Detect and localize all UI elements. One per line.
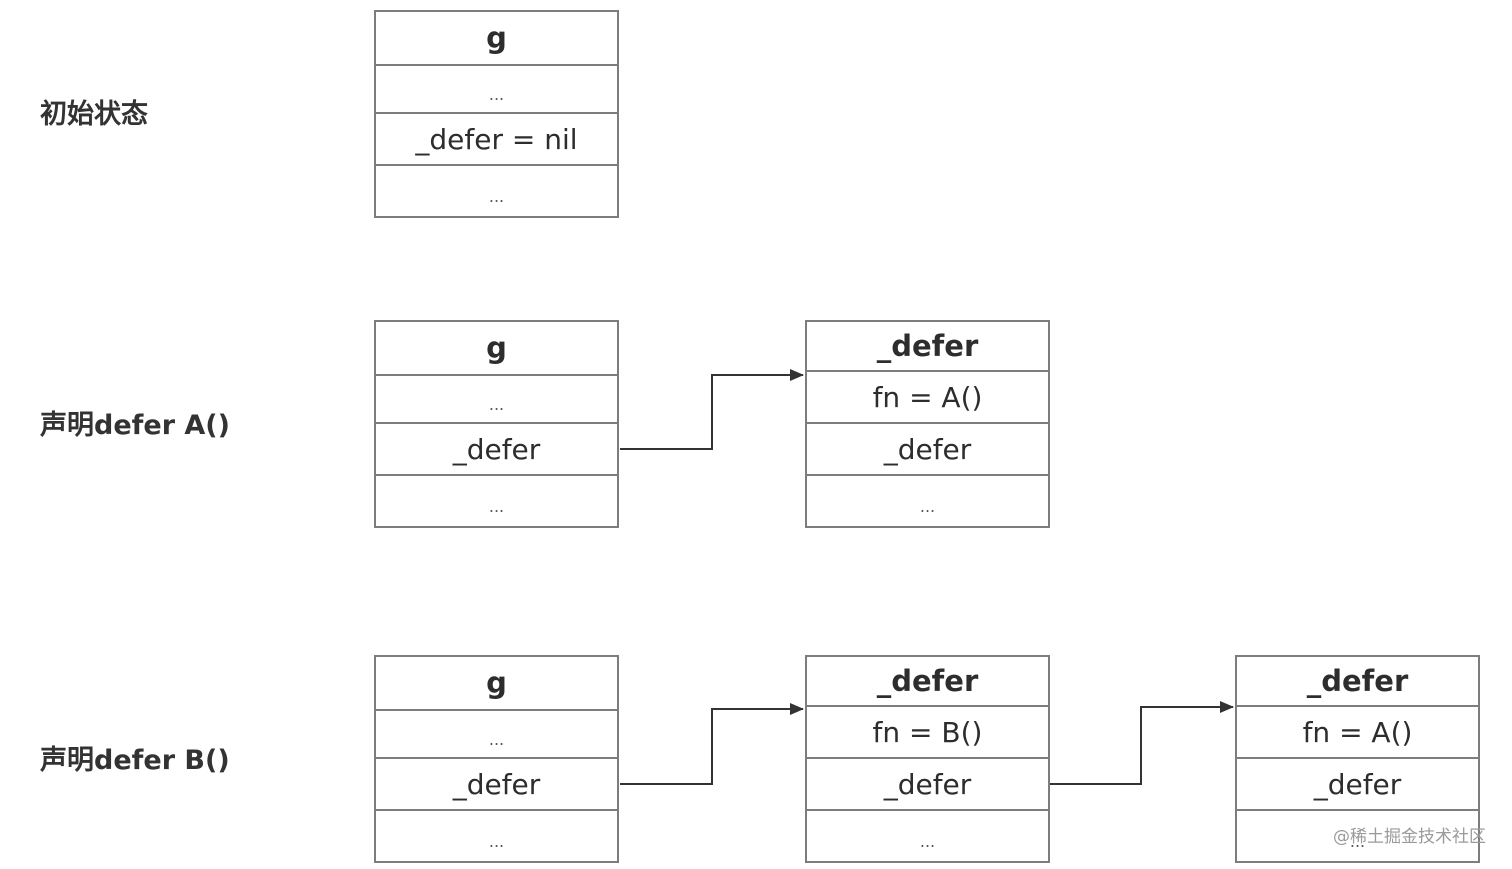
defer-struct-dots: ... bbox=[807, 809, 1048, 861]
watermark: @稀土掘金技术社区 bbox=[1333, 827, 1486, 847]
pointer-arrow-g-to-defer-b bbox=[620, 703, 804, 785]
defer-struct-next-field: _defer bbox=[807, 422, 1048, 474]
g-struct-defer-field: _defer = nil bbox=[376, 112, 617, 164]
g-struct-title: g bbox=[486, 666, 507, 700]
pointer-arrow-g-to-defer-a bbox=[620, 369, 804, 450]
defer-struct-next-field: _defer bbox=[807, 757, 1048, 809]
defer-struct-dots: ... bbox=[807, 474, 1048, 526]
g-struct-dots-top: ... bbox=[376, 374, 617, 422]
g-struct-dots-bottom: ... bbox=[376, 474, 617, 526]
g-struct-after-a: g ... _defer ... bbox=[374, 320, 619, 528]
g-struct-dots-bottom: ... bbox=[376, 809, 617, 861]
pointer-arrow-defer-b-to-defer-a bbox=[1050, 701, 1234, 785]
row-label-initial-state: 初始状态 bbox=[40, 99, 148, 130]
g-struct-initial: g ... _defer = nil ... bbox=[374, 10, 619, 218]
g-struct-title: g bbox=[486, 331, 507, 365]
defer-struct-title: _defer bbox=[1306, 664, 1409, 698]
g-struct-dots-bottom: ... bbox=[376, 164, 617, 216]
g-struct-title: g bbox=[486, 21, 507, 55]
row-label-declare-defer-a: 声明defer A() bbox=[40, 410, 230, 441]
g-struct-dots-top: ... bbox=[376, 709, 617, 757]
defer-struct-a: _defer fn = A() _defer ... bbox=[805, 320, 1050, 528]
defer-struct-fn: fn = A() bbox=[1237, 705, 1478, 757]
defer-struct-dots: ... bbox=[1237, 809, 1478, 861]
defer-struct-fn: fn = A() bbox=[807, 370, 1048, 422]
defer-struct-title: _defer bbox=[876, 329, 979, 363]
defer-struct-title: _defer bbox=[876, 664, 979, 698]
defer-struct-next-field: _defer bbox=[1237, 757, 1478, 809]
defer-struct-b: _defer fn = B() _defer ... bbox=[805, 655, 1050, 863]
g-struct-defer-field: _defer bbox=[376, 757, 617, 809]
row-label-declare-defer-b: 声明defer B() bbox=[40, 745, 230, 776]
defer-struct-a-chained: _defer fn = A() _defer ... bbox=[1235, 655, 1480, 863]
g-struct-after-b: g ... _defer ... bbox=[374, 655, 619, 863]
g-struct-defer-field: _defer bbox=[376, 422, 617, 474]
g-struct-dots-top: ... bbox=[376, 64, 617, 112]
defer-struct-fn: fn = B() bbox=[807, 705, 1048, 757]
